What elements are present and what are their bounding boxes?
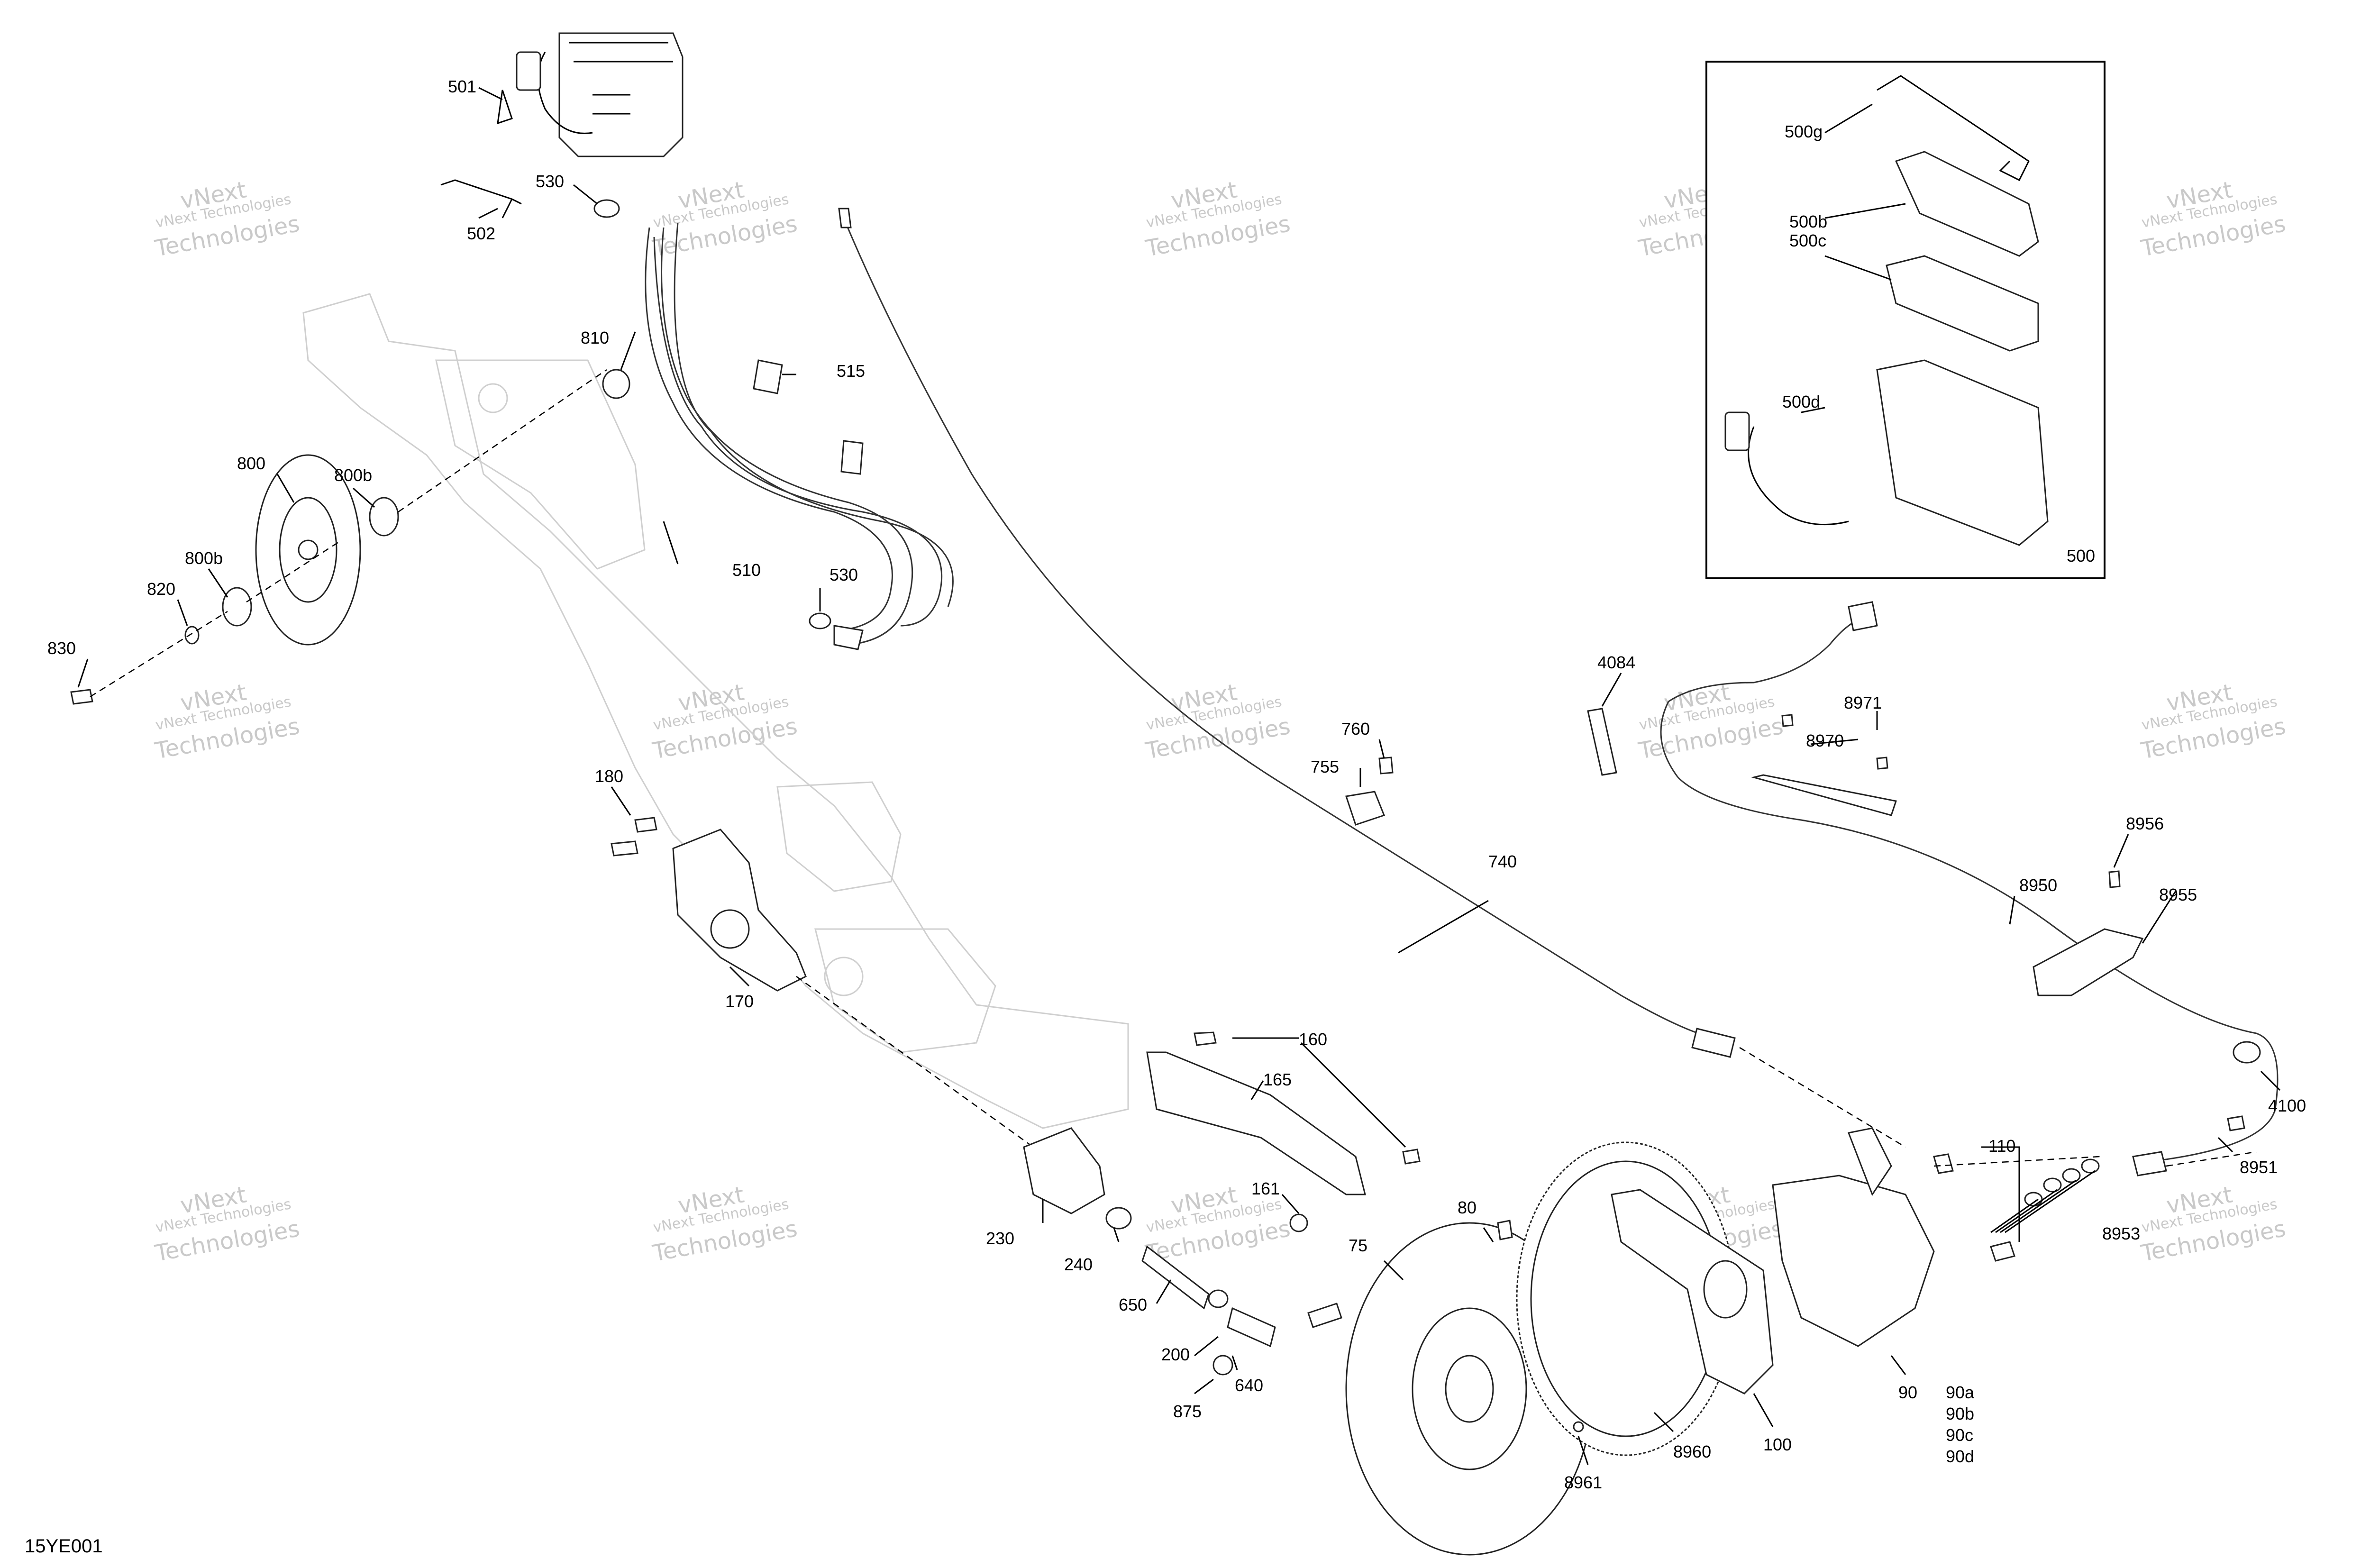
watermark: vNext Technologies vNext Technologies (1143, 679, 1292, 764)
diagram-code: 15YE001 (25, 1536, 103, 1557)
caliper-bracket (1611, 1189, 1774, 1395)
watermark: vNext Technologies vNext Technologies (2139, 679, 2288, 764)
abs-sensor-harness (1660, 601, 2279, 1176)
callout-80: 80 (1458, 1198, 1477, 1217)
callout-90a: 90a (1946, 1383, 1975, 1402)
callout-810: 810 (581, 328, 609, 347)
callout-740: 740 (1488, 852, 1517, 871)
callout-500b: 500b (1789, 212, 1827, 231)
callout-leaders (77, 87, 2281, 1465)
harness-guide (1751, 714, 1897, 816)
callout-820: 820 (147, 579, 175, 599)
callout-800b: 800b (185, 548, 223, 568)
cable-clamp (1345, 757, 1394, 826)
callout-4084: 4084 (1597, 653, 1635, 672)
callout-180: 180 (595, 766, 623, 786)
callout-800: 800 (237, 454, 265, 473)
brake-hose (645, 222, 954, 650)
watermark: vNext Technologies vNext Technologies (650, 679, 799, 764)
callout-170: 170 (725, 992, 754, 1011)
parking-brake-cable (838, 208, 1906, 1148)
watermark: vNext Technologies vNext Technologies (153, 176, 301, 262)
callout-8971: 8971 (1844, 693, 1882, 712)
callout-650: 650 (1119, 1295, 1147, 1314)
harness-clip (2033, 870, 2144, 996)
callout-240: 240 (1064, 1255, 1093, 1274)
callout-500c: 500c (1789, 231, 1826, 250)
callout-90b: 90b (1946, 1404, 1974, 1423)
callout-530: 530 (830, 565, 858, 584)
callout-8960: 8960 (1673, 1442, 1711, 1461)
callout-501: 501 (448, 77, 476, 96)
callout-8953: 8953 (2102, 1224, 2140, 1243)
watermark: vNext Technologies vNext Technologies (650, 1181, 799, 1267)
watermark: vNext Technologies vNext Technologies (1143, 176, 1292, 262)
sensor-sleeve (1587, 708, 1617, 776)
pushrod-boot-group (1023, 1127, 1342, 1376)
brake-caliper (1772, 1127, 2015, 1347)
callout-labels: 501 502 530 530 510 515 810 800 800b 800… (47, 77, 2306, 1492)
callout-90c: 90c (1946, 1425, 1973, 1445)
callout-510: 510 (732, 560, 761, 580)
grommet (2227, 1041, 2261, 1131)
callout-8956: 8956 (2126, 814, 2164, 833)
hose-guide-clips (753, 359, 864, 475)
callout-875: 875 (1173, 1402, 1202, 1421)
callout-230: 230 (986, 1229, 1014, 1248)
watermark: vNext Technologies vNext Technologies (153, 1181, 301, 1267)
callout-4100: 4100 (2268, 1096, 2306, 1115)
pedal-pulley-assembly (70, 369, 630, 705)
hose-clamp (593, 199, 831, 629)
callout-161: 161 (1251, 1179, 1280, 1198)
bleed-washers (1933, 1156, 2100, 1207)
callout-8955: 8955 (2159, 885, 2197, 904)
reservoir-clip (440, 179, 522, 219)
callout-800b: 800b (334, 465, 372, 485)
callout-200: 200 (1161, 1345, 1190, 1364)
callout-75: 75 (1349, 1236, 1367, 1255)
watermark: vNext Technologies vNext Technologies (1636, 679, 1785, 764)
swing-arm-frame (302, 293, 1129, 1129)
heat-shield-bracket (1146, 1031, 1421, 1195)
watermark: vNext Technologies vNext Technologies (153, 679, 301, 764)
callout-500d: 500d (1782, 392, 1820, 411)
callout-500g: 500g (1785, 122, 1823, 141)
callout-515: 515 (837, 361, 865, 381)
callout-755: 755 (1311, 757, 1339, 776)
callout-100: 100 (1763, 1435, 1792, 1454)
callout-8970: 8970 (1806, 731, 1844, 750)
master-cylinder (611, 817, 1034, 1148)
watermark: vNext Technologies vNext Technologies (2139, 1181, 2288, 1267)
watermark: vNext Technologies vNext Technologies (2139, 176, 2288, 262)
callout-8950: 8950 (2019, 875, 2057, 895)
callout-8951: 8951 (2240, 1158, 2278, 1177)
callout-760: 760 (1341, 719, 1370, 738)
callout-530: 530 (536, 172, 564, 191)
watermark: vNext Technologies vNext Technologies (650, 176, 799, 262)
callout-640: 640 (1235, 1376, 1263, 1395)
callout-165: 165 (1263, 1070, 1292, 1089)
callout-500: 500 (2067, 546, 2095, 565)
callout-8961: 8961 (1564, 1473, 1602, 1492)
callout-110: 110 (1988, 1136, 2015, 1156)
callout-502: 502 (467, 224, 495, 243)
brake-fluid-reservoir (497, 32, 684, 157)
callout-90d: 90d (1946, 1447, 1974, 1466)
callout-830: 830 (47, 638, 76, 658)
reservoir-inset-box (1705, 61, 2106, 579)
callout-160: 160 (1299, 1030, 1327, 1049)
callout-90: 90 (1898, 1383, 1917, 1402)
